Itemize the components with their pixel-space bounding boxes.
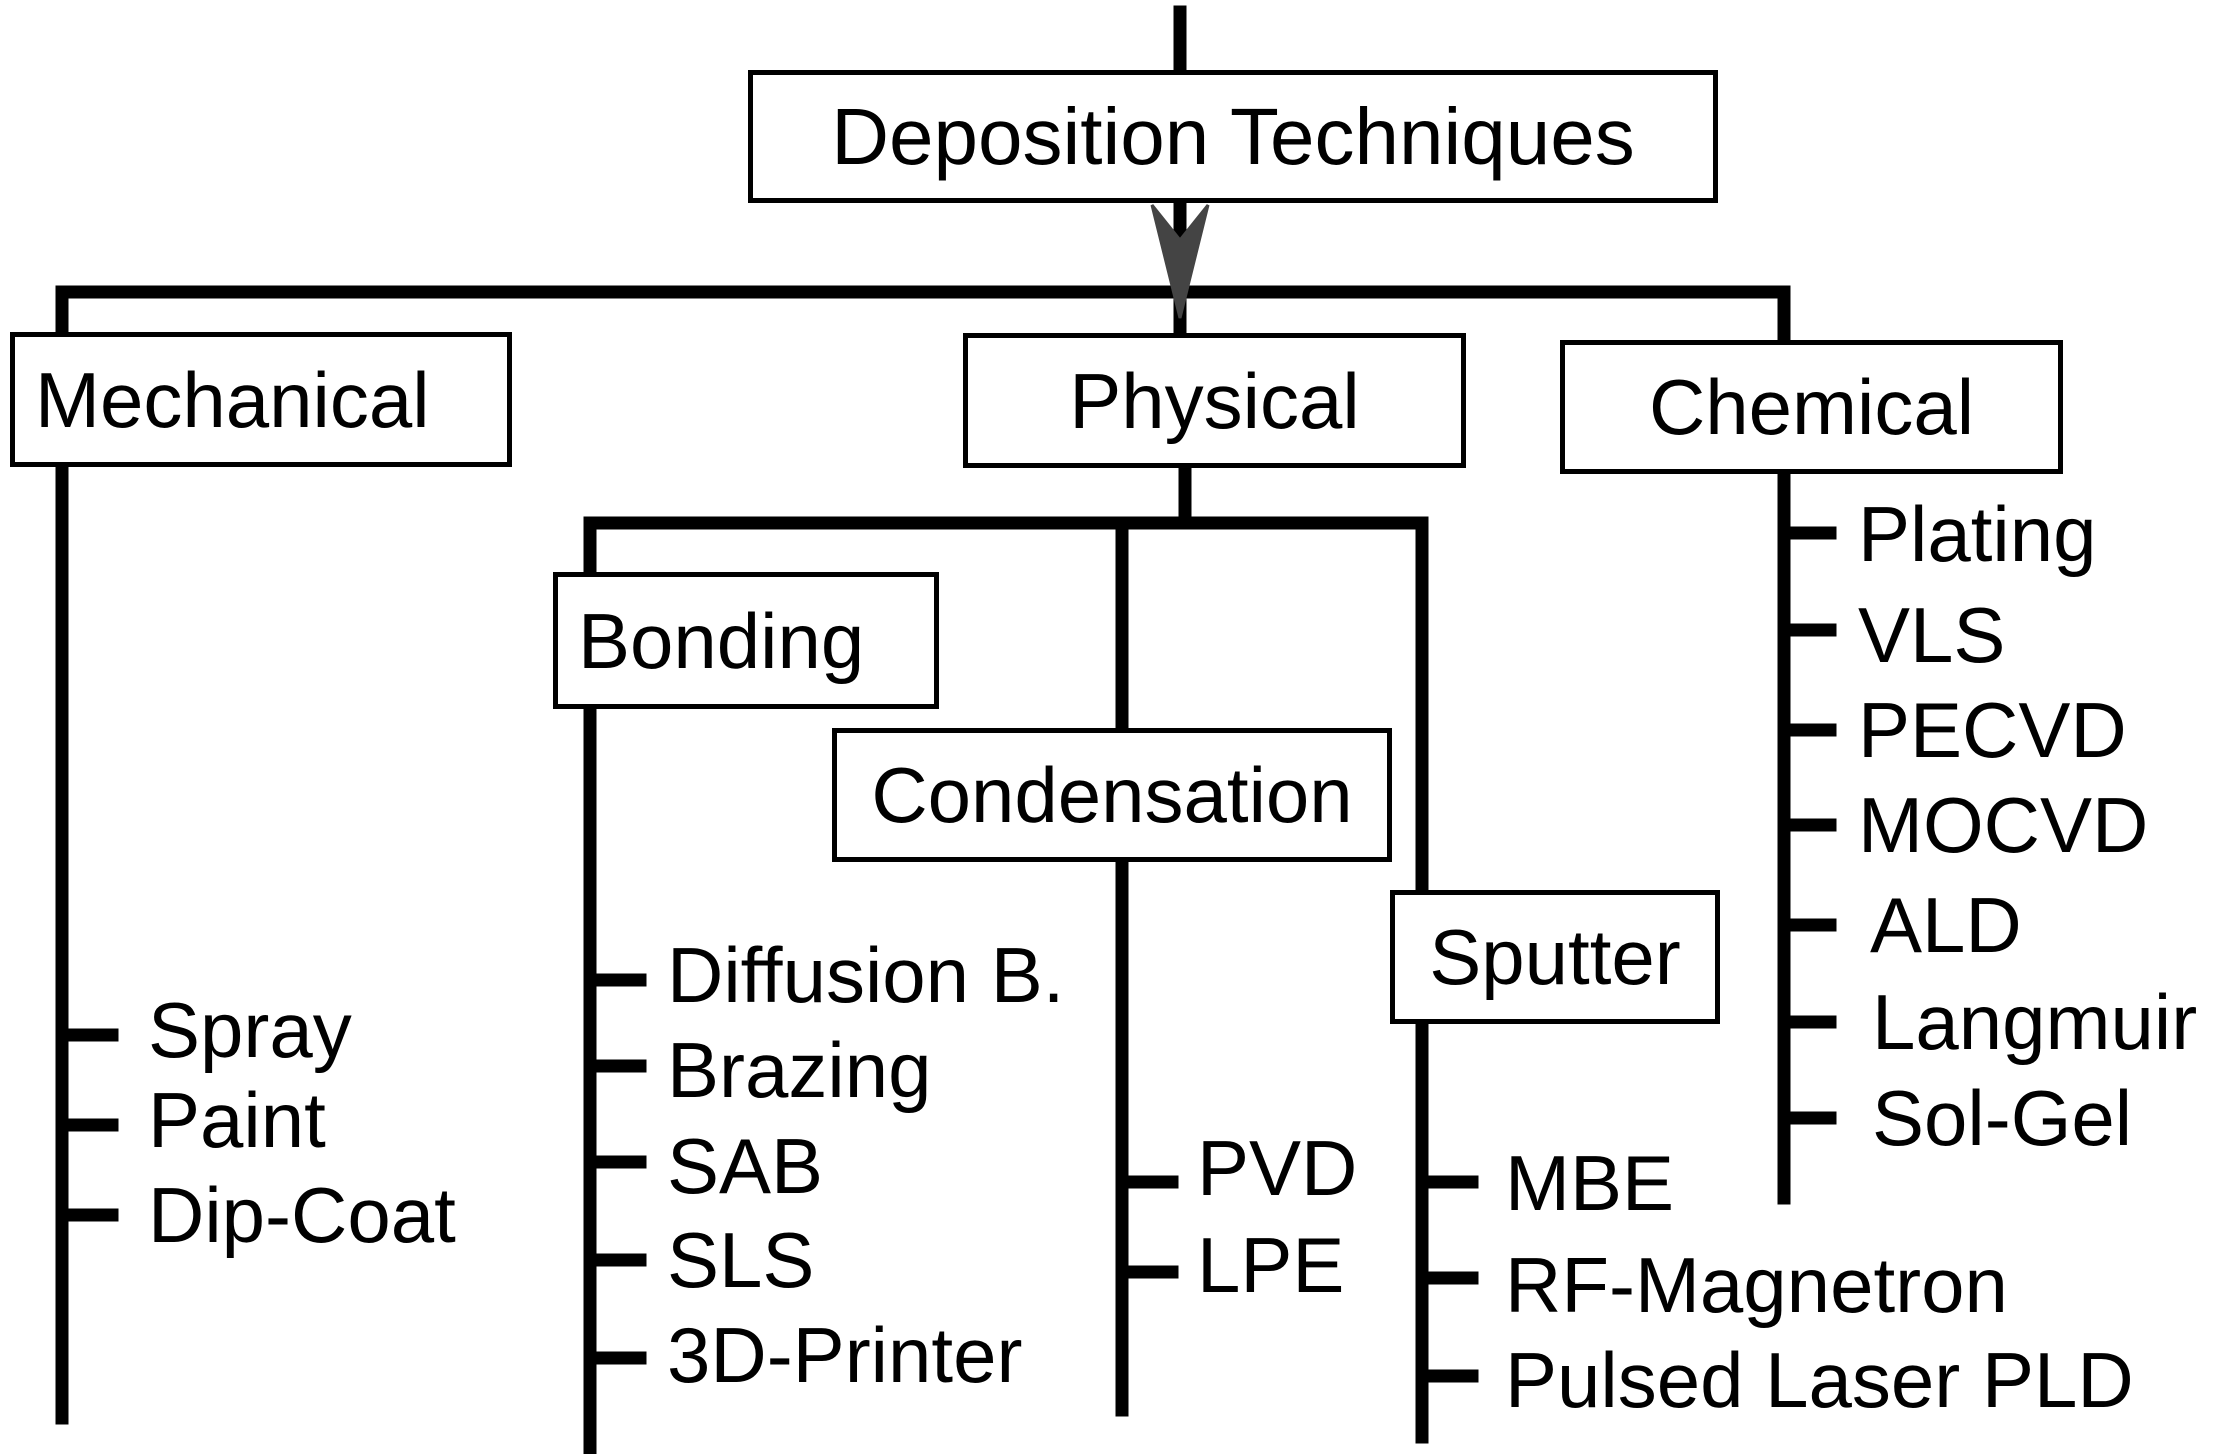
item-3d-printer: 3D-Printer bbox=[667, 1311, 1023, 1399]
condensation-label: Condensation bbox=[871, 751, 1353, 839]
item-pvd: PVD bbox=[1197, 1124, 1358, 1212]
item-pecvd: PECVD bbox=[1858, 686, 2127, 774]
item-sab: SAB bbox=[667, 1122, 824, 1210]
item-sol-gel: Sol-Gel bbox=[1872, 1074, 2133, 1162]
item-langmuir: Langmuir bbox=[1872, 978, 2198, 1066]
item-lpe: LPE bbox=[1197, 1221, 1345, 1309]
bonding-box: Bonding bbox=[553, 572, 939, 709]
item-brazing: Brazing bbox=[667, 1026, 932, 1114]
item-spray: Spray bbox=[148, 986, 352, 1074]
item-paint: Paint bbox=[148, 1076, 326, 1164]
item-rf-magnetron: RF-Magnetron bbox=[1505, 1241, 2008, 1329]
chemical-box: Chemical bbox=[1560, 340, 2063, 474]
chemical-label: Chemical bbox=[1648, 363, 1975, 451]
sputter-label: Sputter bbox=[1429, 913, 1681, 1001]
item-dip-coat: Dip-Coat bbox=[148, 1171, 456, 1259]
item-vls: VLS bbox=[1858, 591, 2006, 679]
item-plating: Plating bbox=[1858, 490, 2097, 578]
mechanical-label: Mechanical bbox=[35, 355, 430, 444]
bonding-label: Bonding bbox=[578, 596, 865, 685]
mechanical-box: Mechanical bbox=[10, 332, 512, 467]
item-diffusion-b: Diffusion B. bbox=[667, 931, 1065, 1019]
root-label: Deposition Techniques bbox=[831, 91, 1635, 181]
down-arrow-icon bbox=[1150, 204, 1210, 319]
item-mbe: MBE bbox=[1505, 1139, 1675, 1227]
physical-label: Physical bbox=[1069, 356, 1360, 445]
item-pulsed-laser-pld: Pulsed Laser PLD bbox=[1505, 1336, 2134, 1424]
condensation-box: Condensation bbox=[832, 728, 1392, 862]
item-sls: SLS bbox=[667, 1216, 815, 1304]
sputter-box: Sputter bbox=[1390, 890, 1720, 1024]
item-ald: ALD bbox=[1870, 881, 2022, 969]
physical-box: Physical bbox=[963, 333, 1466, 468]
item-mocvd: MOCVD bbox=[1858, 781, 2149, 869]
root-box: Deposition Techniques bbox=[748, 70, 1718, 203]
